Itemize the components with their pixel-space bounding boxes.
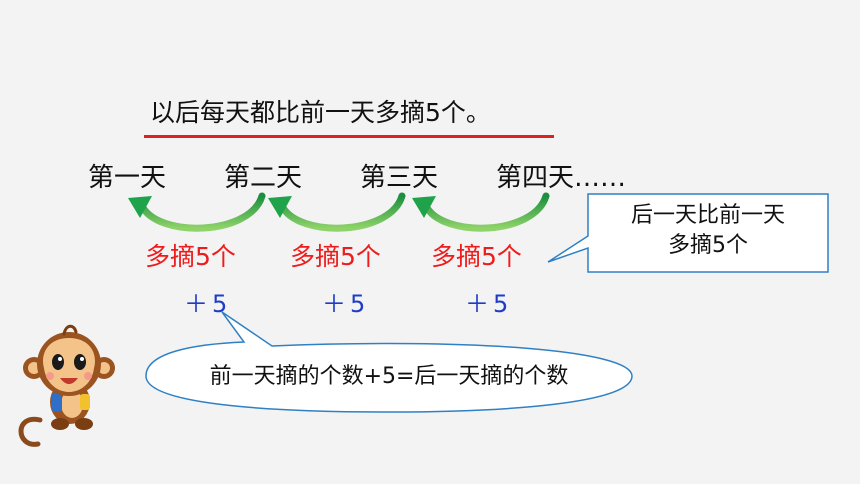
increment-label-1: 多摘5个 — [145, 242, 236, 271]
curved-arrow-icon — [268, 192, 406, 232]
increment-label-2: 多摘5个 — [290, 242, 381, 271]
callout-bubble-shape — [145, 311, 633, 413]
increment-expr-1: ＋5 — [184, 290, 232, 318]
title-underline — [144, 135, 554, 138]
day-label-1: 第一天 — [88, 163, 167, 193]
curved-arrow-icon — [412, 192, 550, 232]
callout-box: 后一天比前一天 多摘5个 — [588, 201, 828, 261]
increment-expr-3: ＋5 — [465, 290, 513, 318]
callout-bubble-text: 前一天摘的个数+5=后一天摘的个数 — [209, 364, 569, 389]
slide-title: 以后每天都比前一天多摘5个。 — [150, 98, 491, 127]
day-label-3: 第三天 — [360, 163, 439, 193]
callout-box-shape — [547, 193, 829, 273]
day-label-4: 第四天…… — [496, 163, 627, 193]
curved-arrow-icon — [128, 192, 266, 232]
increment-label-3: 多摘5个 — [431, 242, 522, 271]
callout-box-line2: 多摘5个 — [668, 233, 748, 258]
increment-expr-2: ＋5 — [322, 290, 370, 318]
callout-box-line1: 后一天比前一天 — [630, 203, 785, 228]
day-label-2: 第二天 — [224, 163, 303, 193]
